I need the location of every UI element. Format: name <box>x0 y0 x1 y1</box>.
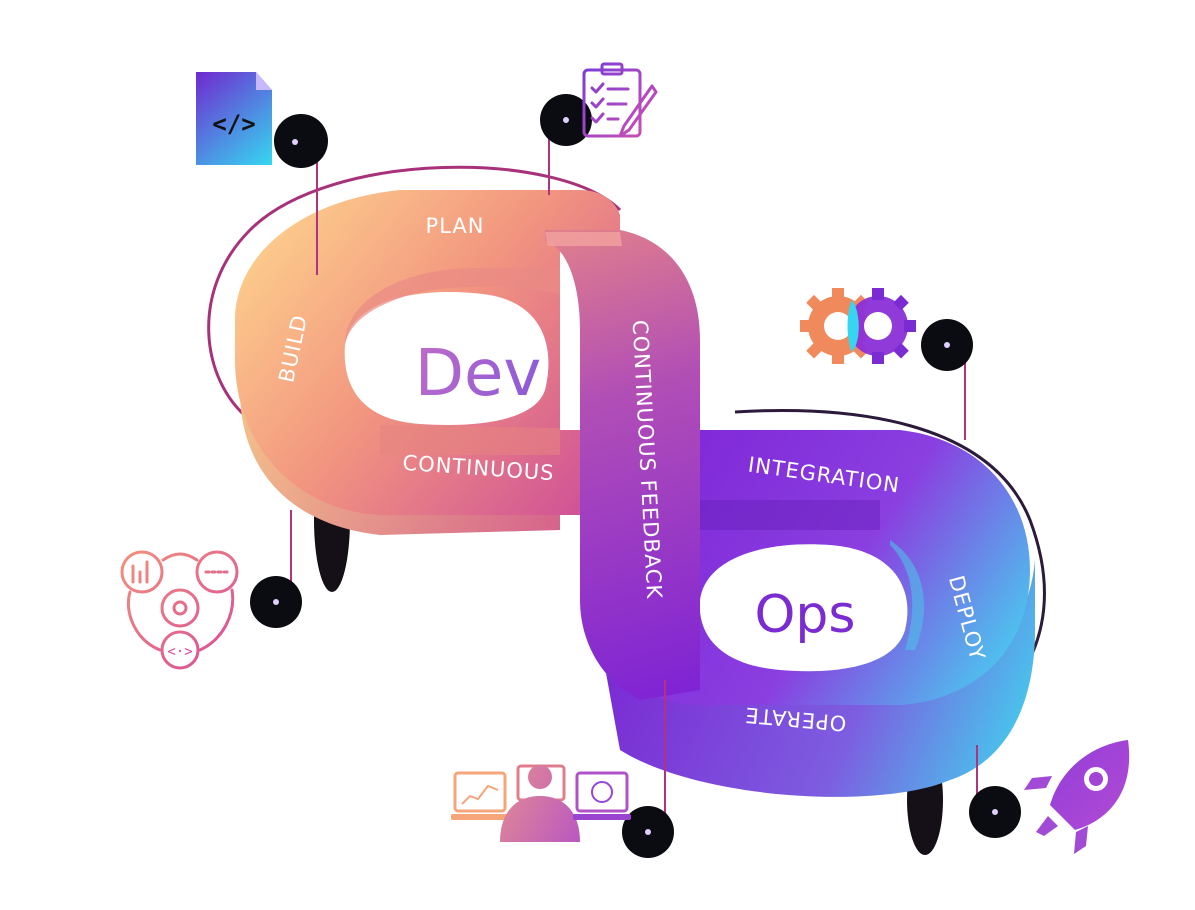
cycle-analytics-icon: <·> <box>120 550 239 670</box>
ops-label: Ops <box>754 585 855 645</box>
code-file-icon: </> <box>196 72 272 165</box>
operator-monitoring-icon <box>451 764 631 842</box>
dev-loop-ridge <box>380 425 560 455</box>
ops-loop-side <box>600 560 1035 797</box>
svg-text:<·>: <·> <box>167 644 192 660</box>
feedback-band-edge <box>545 232 622 246</box>
dev-loop-hole <box>344 292 549 425</box>
connector-dots <box>250 94 1021 858</box>
svg-text:</>: </> <box>212 110 255 138</box>
feedback-band <box>545 230 700 700</box>
dev-label: Dev <box>415 337 542 411</box>
clipboard-checklist-icon <box>582 62 658 138</box>
stage-plan: PLAN <box>426 214 485 238</box>
ops-loop-ridge <box>700 500 880 530</box>
rocket-icon <box>1024 740 1130 854</box>
ops-loop-ridge <box>890 540 925 650</box>
ops-loop-hole <box>699 544 908 672</box>
dev-loop-ridge <box>345 268 560 345</box>
orbit-line-left <box>207 165 622 422</box>
gears-icon <box>800 288 916 364</box>
